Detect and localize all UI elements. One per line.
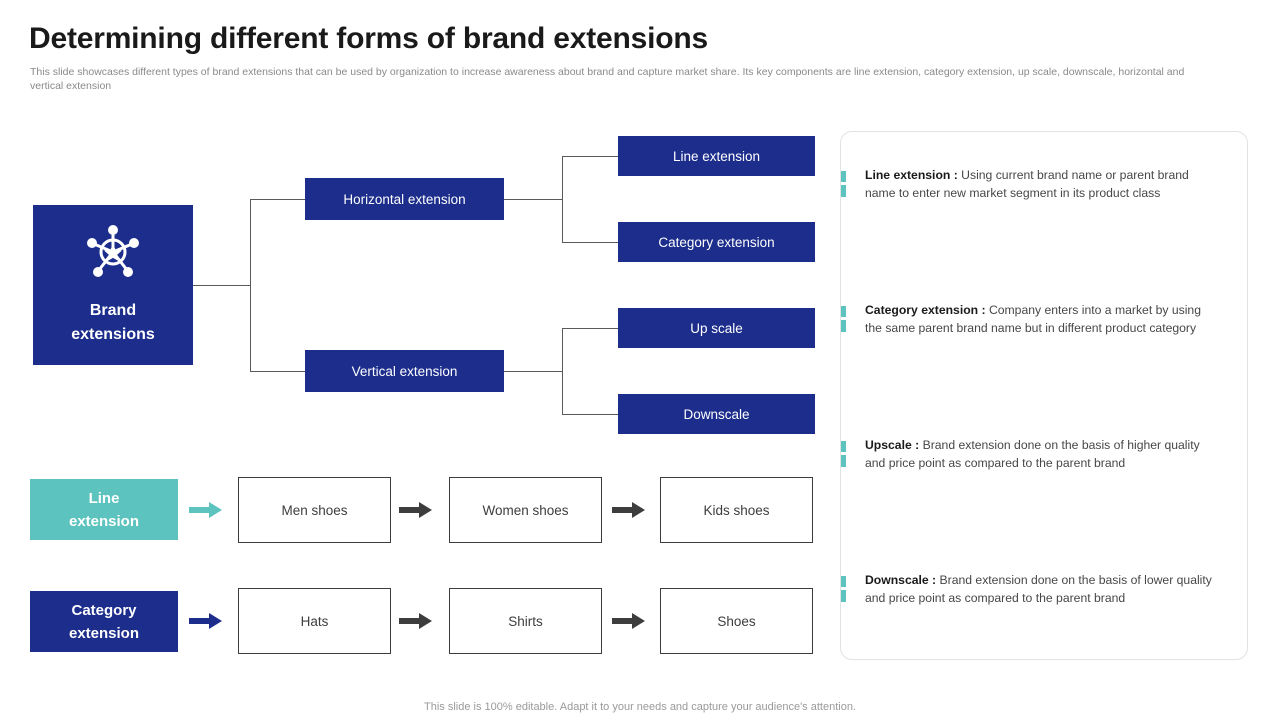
flow2-step-3[interactable]: Shoes xyxy=(660,588,813,654)
flow2-step-1-label: Hats xyxy=(300,613,329,629)
brand-network-star-icon xyxy=(82,223,144,289)
connector-horizontal-spine xyxy=(562,156,563,242)
node-vertical-extension-label: Vertical extension xyxy=(351,363,458,379)
footer-note: This slide is 100% editable. Adapt it to… xyxy=(424,701,856,713)
node-up-scale-label: Up scale xyxy=(690,320,743,336)
connector-to-line-extension xyxy=(562,156,619,157)
info-item-term: Category extension : xyxy=(865,303,986,317)
node-vertical-extension[interactable]: Vertical extension xyxy=(305,350,504,392)
info-item-body: Company enters into a market by using th… xyxy=(865,303,1201,335)
node-downscale-label: Downscale xyxy=(683,406,750,422)
connector-root-stem xyxy=(193,285,250,286)
info-item-line-extension: Line extension : Using current brand nam… xyxy=(841,167,1221,202)
flow2-step-2[interactable]: Shirts xyxy=(449,588,602,654)
node-category-extension-label: Category extension xyxy=(658,234,775,250)
info-panel: Line extension : Using current brand nam… xyxy=(840,131,1248,660)
connector-to-vertical xyxy=(250,371,306,372)
flow-label-category-extension-line1: Category xyxy=(71,601,137,619)
node-brand-extensions-label-line1: Brand xyxy=(89,302,137,319)
connector-to-category-extension xyxy=(562,242,619,243)
bullet-bar-icon xyxy=(841,576,846,602)
flow-label-category-extension-line2: extension xyxy=(68,624,140,642)
info-item-text: Upscale : Brand extension done on the ba… xyxy=(865,437,1221,472)
bullet-bar-icon xyxy=(841,441,846,467)
flow2-step-1[interactable]: Hats xyxy=(238,588,391,654)
flow1-step-2-label: Women shoes xyxy=(482,502,569,518)
bullet-bar-icon xyxy=(841,171,846,197)
node-category-extension[interactable]: Category extension xyxy=(618,222,815,262)
node-line-extension[interactable]: Line extension xyxy=(618,136,815,176)
node-brand-extensions[interactable]: Brand extensions xyxy=(33,205,193,365)
info-item-term: Upscale : xyxy=(865,438,920,452)
page-title: Determining different forms of brand ext… xyxy=(29,22,709,55)
connector-vertical-stem xyxy=(504,371,562,372)
flow-label-line-extension-line2: extension xyxy=(68,512,140,530)
info-item-text: Category extension : Company enters into… xyxy=(865,302,1221,337)
info-item-upscale: Upscale : Brand extension done on the ba… xyxy=(841,437,1221,472)
bullet-bar-icon xyxy=(841,306,846,332)
node-line-extension-label: Line extension xyxy=(672,148,761,164)
node-up-scale[interactable]: Up scale xyxy=(618,308,815,348)
connector-vertical-spine xyxy=(562,328,563,414)
node-horizontal-extension-label: Horizontal extension xyxy=(343,191,466,207)
info-item-body: Brand extension done on the basis of low… xyxy=(865,573,1212,605)
arrow-icon-flow1-1 xyxy=(189,502,223,518)
info-item-downscale: Downscale : Brand extension done on the … xyxy=(841,572,1221,607)
flow1-step-3[interactable]: Kids shoes xyxy=(660,477,813,543)
info-item-category-extension: Category extension : Company enters into… xyxy=(841,302,1221,337)
arrow-icon-flow2-3 xyxy=(612,613,646,629)
arrow-icon-flow1-2 xyxy=(399,502,433,518)
node-downscale[interactable]: Downscale xyxy=(618,394,815,434)
page-subtitle: This slide showcases different types of … xyxy=(30,66,1185,92)
flow2-step-2-label: Shirts xyxy=(508,613,543,629)
info-item-text: Downscale : Brand extension done on the … xyxy=(865,572,1221,607)
connector-horizontal-stem xyxy=(504,199,562,200)
info-item-text: Line extension : Using current brand nam… xyxy=(865,167,1221,202)
arrow-icon-flow2-1 xyxy=(189,613,223,629)
flow2-step-3-label: Shoes xyxy=(717,613,756,629)
node-horizontal-extension[interactable]: Horizontal extension xyxy=(305,178,504,220)
connector-to-upscale xyxy=(562,328,619,329)
connector-to-horizontal xyxy=(250,199,306,200)
info-item-body: Brand extension done on the basis of hig… xyxy=(865,438,1200,470)
flow1-step-1-label: Men shoes xyxy=(281,502,348,518)
flow1-step-3-label: Kids shoes xyxy=(703,502,770,518)
info-item-body: Using current brand name or parent brand… xyxy=(865,168,1189,200)
flow-label-line-extension[interactable]: Line extension xyxy=(30,479,178,540)
flow1-step-1[interactable]: Men shoes xyxy=(238,477,391,543)
connector-level1-spine xyxy=(250,199,251,372)
arrow-icon-flow2-2 xyxy=(399,613,433,629)
flow-label-category-extension[interactable]: Category extension xyxy=(30,591,178,652)
node-brand-extensions-label-line2: extensions xyxy=(71,326,155,343)
connector-to-downscale xyxy=(562,414,619,415)
arrow-icon-flow1-3 xyxy=(612,502,646,518)
flow1-step-2[interactable]: Women shoes xyxy=(449,477,602,543)
flow-label-line-extension-line1: Line xyxy=(88,489,120,507)
info-item-term: Line extension : xyxy=(865,168,958,182)
info-item-term: Downscale : xyxy=(865,573,937,587)
